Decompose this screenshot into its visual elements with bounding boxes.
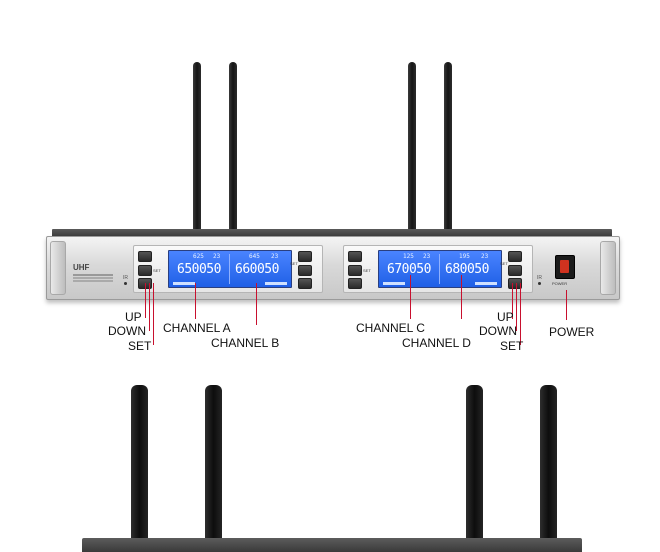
panel-left: SET 625 23 650050 645 23 660050 SET (133, 245, 323, 293)
callout-line-power (566, 290, 567, 320)
label-channel-b: CHANNEL B (211, 336, 280, 350)
ir-sensor-right (538, 282, 541, 285)
panel-right: SET 125 23 670050 195 23 680050 SET (343, 245, 533, 293)
brand-logo: UHF (73, 263, 90, 272)
callout-line-right-set (520, 283, 521, 345)
callout-line-channel-d (461, 275, 462, 319)
antenna-3 (408, 62, 416, 230)
set-key-label-cd-left: SET (363, 268, 371, 273)
brand-subtext-lines (73, 274, 113, 276)
lcd-c-signal-bar (383, 282, 405, 285)
up-button-left[interactable] (138, 251, 152, 262)
label-right-set: SET (500, 339, 524, 353)
power-switch[interactable] (555, 255, 575, 279)
up-button-right-of-ab[interactable] (298, 251, 312, 262)
power-rocker-icon (560, 260, 569, 273)
down-button-left[interactable] (138, 265, 152, 276)
label-left-set: SET (128, 339, 152, 353)
lcd-a-top: 625 (193, 253, 204, 260)
channel-c-frequency: 670050 (387, 262, 431, 277)
power-panel-label: POWER (552, 281, 568, 286)
lcd-b-signal-bar (265, 282, 287, 285)
antenna-1 (193, 62, 201, 230)
lcd-d-signal-bar (475, 282, 497, 285)
callout-line-right-down (516, 283, 517, 331)
lcd-b-top-right: 23 (271, 253, 279, 260)
label-power: POWER (549, 325, 595, 339)
lcd-d-top-right: 23 (481, 253, 489, 260)
channel-d-frequency: 680050 (445, 262, 489, 277)
chassis-top (52, 229, 612, 237)
down-button-cd-left[interactable] (348, 265, 362, 276)
lcd-c-top: 125 (403, 253, 414, 260)
channel-a-frequency: 650050 (177, 262, 221, 277)
label-channel-c: CHANNEL C (356, 321, 425, 335)
lcd-b-top: 645 (249, 253, 260, 260)
down-button-right-of-ab[interactable] (298, 265, 312, 276)
label-channel-a: CHANNEL A (163, 321, 231, 335)
callout-line-left-up (145, 283, 146, 318)
set-key-label-right: SET (500, 261, 508, 266)
lcd-display-ab: 625 23 650050 645 23 660050 (168, 250, 292, 288)
up-button-cd-left[interactable] (348, 251, 362, 262)
label-right-down: DOWN (479, 324, 517, 338)
rack-ear-right (600, 241, 616, 295)
label-left-down: DOWN (108, 324, 146, 338)
lcd-display-cd: 125 23 670050 195 23 680050 (378, 250, 502, 288)
ir-label-left: IR (123, 275, 128, 281)
label-channel-d: CHANNEL D (402, 336, 471, 350)
lcd-a-top-right: 23 (213, 253, 221, 260)
rack-ear-left (50, 241, 66, 295)
ir-sensor-left (124, 282, 127, 285)
ir-label-right: IR (537, 275, 542, 281)
up-button-right[interactable] (508, 251, 522, 262)
lcd-c-top-right: 23 (423, 253, 431, 260)
antenna-2 (229, 62, 237, 230)
bottom-antenna-4 (540, 385, 557, 552)
lcd-a-signal-bar (173, 282, 195, 285)
bottom-antenna-3 (466, 385, 483, 552)
set-key-label-ab-right: SET (290, 261, 298, 266)
callout-line-channel-b (256, 283, 257, 325)
channel-b-frequency: 660050 (235, 262, 279, 277)
receiver-chassis: UHF IR SET 625 23 650050 645 23 660050 S… (46, 236, 620, 300)
lcd-divider-ab (229, 254, 230, 284)
lcd-d-top: 195 (459, 253, 470, 260)
set-button-right[interactable] (508, 278, 522, 289)
lcd-divider-cd (439, 254, 440, 284)
bottom-antenna-2 (205, 385, 222, 552)
callout-line-channel-c (410, 275, 411, 319)
down-button-right[interactable] (508, 265, 522, 276)
bottom-chassis-top (82, 538, 582, 552)
label-right-up: UP (497, 310, 514, 324)
label-left-up: UP (125, 310, 142, 324)
callout-line-channel-a (195, 283, 196, 319)
antenna-4 (444, 62, 452, 230)
callout-line-left-down (149, 283, 150, 331)
bottom-antenna-1 (131, 385, 148, 552)
set-button-cd-left[interactable] (348, 278, 362, 289)
set-key-label-left: SET (153, 268, 161, 273)
callout-line-right-up (512, 283, 513, 319)
set-button-right-of-ab[interactable] (298, 278, 312, 289)
callout-line-left-set (153, 283, 154, 345)
